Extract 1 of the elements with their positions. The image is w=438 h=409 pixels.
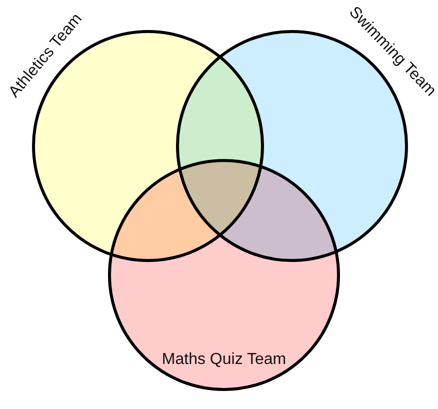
set-label: Maths Quiz Team [162,351,286,369]
